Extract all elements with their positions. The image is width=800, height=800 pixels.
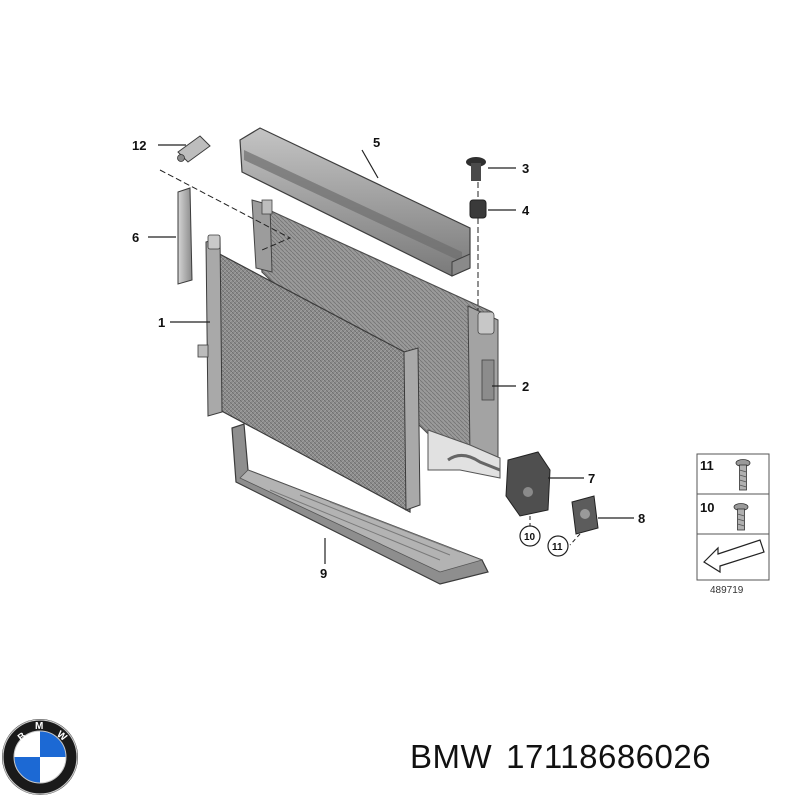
- callout-12: 12: [132, 138, 146, 153]
- diagram-document-number: 489719: [710, 585, 744, 596]
- callout-3: 3: [522, 161, 529, 176]
- cap-part-3: [466, 157, 486, 181]
- part-number: 17118686026: [506, 738, 712, 775]
- callout-11: 11: [552, 542, 563, 553]
- callout-4: 4: [522, 203, 530, 218]
- bolt-icon: [733, 503, 749, 531]
- assembly-guide-lines: [159, 169, 581, 546]
- callout-9: 9: [320, 566, 327, 581]
- callout-8: 8: [638, 511, 645, 526]
- legend-number-10: 10: [700, 500, 714, 515]
- lower-air-guide-part-9: [231, 423, 489, 585]
- condenser-part-1: [197, 234, 421, 514]
- callout-5: 5: [373, 135, 380, 150]
- side-seal-part-6: [177, 187, 193, 285]
- callout-6: 6: [132, 230, 139, 245]
- screw-icon: [735, 459, 751, 491]
- upper-air-duct-part-5: [239, 127, 471, 277]
- part-caption: BMW 17118686026: [410, 738, 790, 776]
- mount-part-4: [469, 199, 487, 219]
- bracket-part-7: [505, 451, 551, 517]
- callout-circle-11: 11: [547, 535, 569, 557]
- svg-text:M: M: [35, 721, 43, 732]
- callout-10: 10: [524, 532, 536, 543]
- brand-name: BMW: [410, 738, 493, 775]
- callout-7: 7: [588, 471, 595, 486]
- fastener-legend: 11 10 489719: [696, 453, 770, 596]
- callout-circle-10: 10: [519, 525, 541, 547]
- leader-lines: [148, 144, 634, 564]
- callout-2: 2: [522, 379, 529, 394]
- direction-arrow-icon: [703, 539, 765, 574]
- legend-number-11: 11: [700, 458, 714, 473]
- holder-part-8: [571, 495, 599, 535]
- clip-part-12: [177, 135, 211, 163]
- bmw-roundel-icon: B M W: [2, 719, 78, 795]
- callout-1: 1: [158, 315, 165, 330]
